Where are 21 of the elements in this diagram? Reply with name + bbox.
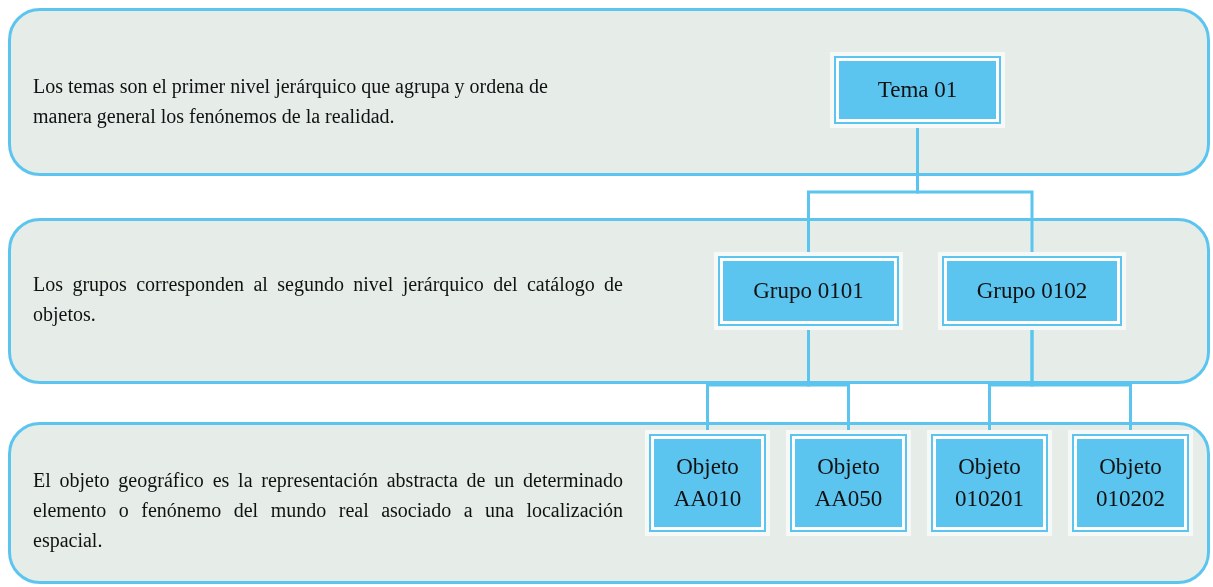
connector-line <box>1030 330 1132 430</box>
level-panel <box>8 218 1210 384</box>
box-label: Objeto 010201 <box>954 453 1025 513</box>
catalog-box <box>1068 430 1193 536</box>
box-label: Tema 01 <box>876 76 959 104</box>
catalog-box <box>938 252 1126 330</box>
box-label: Objeto AA010 <box>672 453 743 513</box>
catalog-box <box>927 430 1052 536</box>
level-panel <box>8 8 1210 176</box>
box-label: Grupo 0102 <box>975 277 1089 305</box>
catalog-box <box>786 430 911 536</box>
catalog-box <box>830 52 1005 128</box>
box-label: Grupo 0101 <box>752 277 865 305</box>
box-label: Objeto 010202 <box>1095 453 1166 513</box>
level-panel <box>8 422 1210 584</box>
catalog-box <box>714 252 903 330</box>
catalog-box <box>645 430 770 536</box>
description-text: Los grupos corresponden al segundo nivel jerárquico del catálogo de objetos. <box>33 272 623 328</box>
box-label: Objeto AA050 <box>813 453 884 513</box>
description-text: Los temas son el primer nivel jerárquico que agrupa y ordena de manera general los fenónemos de la realidad. <box>33 74 549 130</box>
description-text: El objeto geográfico es la representación abstracta de un determinado elemento o fenónemo del mundo real asociado a una localización espacial. <box>33 468 623 554</box>
